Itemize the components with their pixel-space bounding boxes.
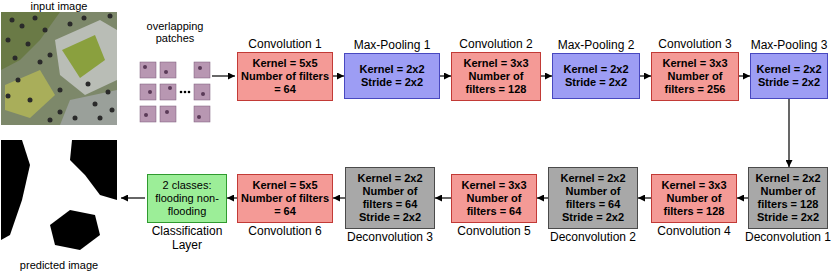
layer-parameter: Number of filters = 128 — [455, 70, 537, 96]
layer-name: Max-Pooling 2 — [558, 38, 635, 52]
input-arrow — [212, 75, 235, 76]
layer-name: Deconvolution 1 — [745, 230, 831, 244]
layer-name: Convolution 6 — [248, 224, 321, 238]
layer-parameter: Kernel = 2x2 — [560, 172, 625, 185]
deconvolution-box: Deconvolution 3Kernel = 2x2Number of fil… — [345, 167, 435, 229]
flow-arrow — [541, 75, 552, 76]
layer-parameter: Kernel = 2x2 — [563, 63, 628, 76]
layer-parameter: Kernel = 2x2 — [756, 63, 821, 76]
layer-parameter: Stride = 2x2 — [562, 211, 624, 224]
layer-parameter: Kernel = 2x2 — [357, 172, 422, 185]
deconvolution-box: Deconvolution 1Kernel = 2x2Number of fil… — [748, 167, 828, 229]
layer-name: Convolution 4 — [657, 224, 730, 238]
patch-thumbnails — [140, 62, 210, 122]
max-pooling-box: Max-Pooling 1Kernel = 2x2Stride = 2x2 — [344, 53, 440, 99]
flow-arrow — [333, 75, 344, 76]
layer-name: Convolution 2 — [459, 37, 532, 51]
flow-arrow — [739, 75, 750, 76]
convolution-box: Convolution 6Kernel = 5x5Number of filte… — [237, 174, 333, 223]
layer-parameter: Number of filters = 64 — [552, 185, 634, 211]
convolution-box: Convolution 1Kernel = 5x5Number of filte… — [237, 52, 333, 101]
layer-parameter: Stride = 2x2 — [361, 76, 423, 89]
layer-name: Deconvolution 3 — [347, 230, 433, 244]
layer-parameter: Number of filters = 64 — [241, 192, 329, 218]
layer-parameter: Kernel = 5x5 — [252, 179, 317, 192]
max-pooling-box: Max-Pooling 2Kernel = 2x2Stride = 2x2 — [552, 53, 640, 99]
convolution-box: Convolution 2Kernel = 3x3Number of filte… — [451, 52, 541, 101]
layer-parameter: Stride = 2x2 — [565, 76, 627, 89]
flow-arrow — [435, 197, 451, 198]
layer-name: Convolution 5 — [457, 224, 530, 238]
layer-name: Max-Pooling 1 — [354, 38, 431, 52]
flow-arrow — [788, 99, 789, 167]
layer-parameter: Kernel = 3x3 — [662, 57, 727, 70]
layer-name: Convolution 1 — [248, 37, 321, 51]
flow-arrow — [333, 197, 345, 198]
convolution-box: Convolution 4Kernel = 3x3Number of filte… — [651, 174, 737, 223]
flow-arrow — [227, 197, 237, 198]
layer-name: Deconvolution 2 — [550, 230, 636, 244]
layer-parameter: Kernel = 3x3 — [463, 57, 528, 70]
layer-parameter: Stride = 2x2 — [757, 211, 819, 224]
classification-box: 2 classes: flooding non-floodingClassifi… — [147, 174, 227, 223]
layer-parameter: Kernel = 5x5 — [252, 57, 317, 70]
convolution-box: Convolution 5Kernel = 3x3Number of filte… — [451, 174, 537, 223]
figure-label: input image — [2, 0, 116, 12]
flow-arrow — [640, 75, 651, 76]
flow-arrow — [737, 197, 748, 198]
flow-arrow — [537, 197, 548, 198]
layer-parameter: Stride = 2x2 — [758, 76, 820, 89]
layer-parameter: Number of filters = 128 — [655, 192, 733, 218]
layer-name: Max-Pooling 3 — [751, 38, 828, 52]
layer-parameter: Number of filters = 64 — [455, 192, 533, 218]
layer-parameter: Kernel = 2x2 — [359, 63, 424, 76]
layer-parameter: Number of filters = 64 — [349, 185, 431, 211]
layer-name: Convolution 3 — [658, 37, 731, 51]
layer-parameter: Kernel = 2x2 — [755, 172, 820, 185]
convolution-box: Convolution 3Kernel = 3x3Number of filte… — [651, 52, 739, 101]
flow-arrow — [638, 197, 651, 198]
output-arrow — [121, 197, 145, 198]
layer-name: Classification Layer — [141, 224, 233, 252]
layer-parameter: Number of filters = 128 — [752, 185, 824, 211]
layer-parameter: Kernel = 3x3 — [461, 179, 526, 192]
figure-label: overlapping patches — [135, 20, 215, 44]
layer-parameter: Number of filters = 256 — [655, 70, 735, 96]
max-pooling-box: Max-Pooling 3Kernel = 2x2Stride = 2x2 — [750, 53, 828, 99]
flow-arrow — [440, 75, 451, 76]
predicted-mask — [1, 140, 117, 255]
layer-parameter: Stride = 2x2 — [359, 211, 421, 224]
input-photo — [1, 12, 117, 125]
layer-parameter: Number of filters = 64 — [241, 70, 329, 96]
figure-label: predicted image — [2, 259, 116, 271]
deconvolution-box: Deconvolution 2Kernel = 2x2Number of fil… — [548, 167, 638, 229]
layer-parameter: Kernel = 3x3 — [661, 179, 726, 192]
layer-parameter: 2 classes: flooding non-flooding — [151, 179, 223, 218]
